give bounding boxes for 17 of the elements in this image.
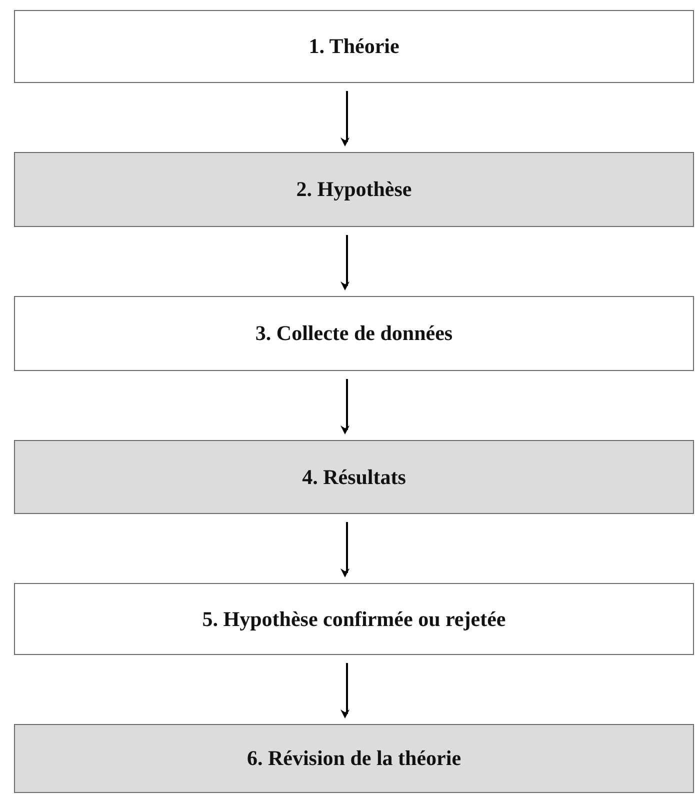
process-box: [14, 10, 694, 83]
process-box: [14, 296, 694, 371]
step-label: 2. Hypothèse: [296, 177, 412, 202]
step-label: 4. Résultats: [302, 464, 406, 490]
arrow: [340, 663, 350, 718]
step-label: 3. Collecte de données: [255, 321, 453, 346]
arrow: [340, 522, 350, 578]
arrow: [340, 235, 350, 290]
step-label: 6. Révision de la théorie: [246, 746, 462, 771]
process-box: [14, 440, 694, 514]
step-label: 1. Théorie: [308, 34, 400, 59]
process-box: [14, 583, 694, 655]
arrow: [340, 379, 350, 434]
arrow: [340, 91, 350, 146]
process-box: [14, 152, 694, 227]
step-label: 5. Hypothèse confirmée ou rejetée: [202, 606, 506, 632]
process-box: [14, 724, 694, 793]
